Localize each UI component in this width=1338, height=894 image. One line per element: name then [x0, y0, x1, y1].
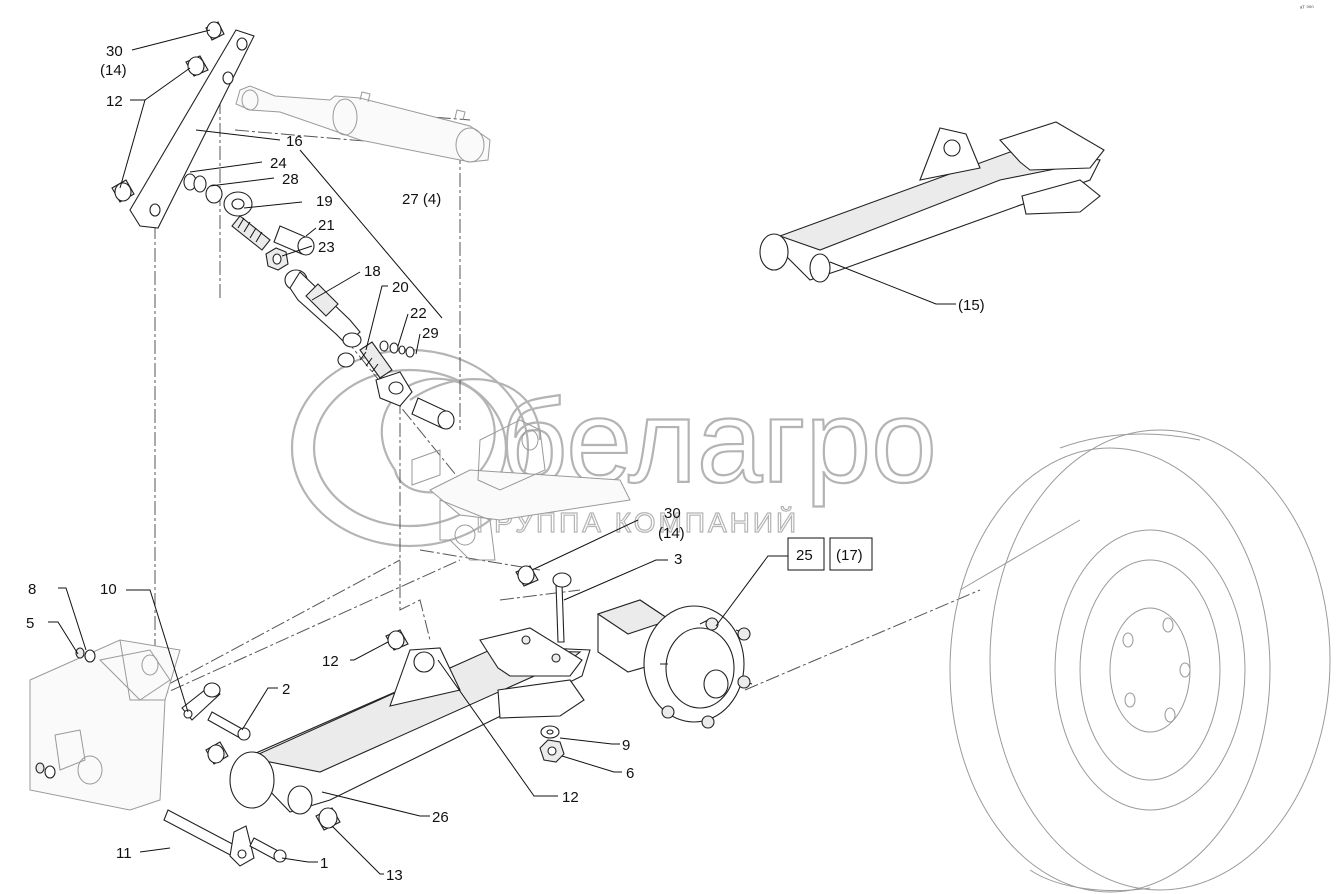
callout-9: 9 [622, 737, 630, 754]
callout-labels: 30 (14) 12 16 24 28 27 (4) 19 21 23 18 2… [26, 43, 985, 884]
bushing-low [111, 179, 135, 203]
leader-lines [48, 29, 956, 875]
callout-23: 23 [318, 239, 335, 256]
turnbuckle-body [284, 269, 362, 348]
callout-14-lower: (14) [658, 525, 685, 542]
callout-16: 16 [286, 133, 303, 150]
callout-17: (17) [836, 547, 863, 564]
nut-left [35, 647, 96, 779]
callout-box-17 [829, 537, 873, 571]
callout-25: 25 [796, 547, 813, 564]
bushing-mid [185, 55, 209, 77]
swing-arm-15 [759, 121, 1105, 283]
bolt-1 [249, 837, 287, 863]
callout-11: 11 [116, 845, 132, 862]
frame-bracket-ghost [411, 419, 631, 561]
callout-24: 24 [270, 155, 287, 172]
callout-29: 29 [422, 325, 439, 342]
hydraulic-cylinder-ghost [235, 85, 491, 163]
bracket-plate [129, 29, 255, 229]
callout-1: 1 [320, 855, 328, 872]
bolt-2 [207, 711, 251, 741]
callout-28: 28 [282, 171, 299, 188]
wheel-hub [596, 599, 753, 729]
callout-19: 19 [316, 193, 333, 210]
pin-upper [273, 225, 315, 256]
callout-8: 8 [28, 581, 36, 598]
rod-end-lower [337, 340, 413, 407]
callout-2: 2 [282, 681, 290, 698]
nut-6 [539, 739, 565, 763]
callout-12-lower: 12 [322, 653, 339, 670]
callout-3: 3 [674, 551, 682, 568]
callout-12: 12 [106, 93, 123, 110]
corner-mark: ᵃᵀ ⁰⁰⁰ [1300, 5, 1314, 12]
rod-end-assembly [183, 173, 271, 251]
callout-13: 13 [386, 867, 403, 884]
callout-15: (15) [958, 297, 985, 314]
callout-27-4: 27 (4) [402, 191, 441, 208]
swing-arm [229, 627, 591, 815]
small-fittings [389, 342, 415, 358]
callout-30-lower: 30 [664, 505, 681, 522]
pin-lower [411, 397, 455, 430]
callout-6: 6 [626, 765, 634, 782]
bushing-12-lower [385, 629, 409, 651]
callout-26: 26 [432, 809, 449, 826]
link-plate-10 [181, 682, 221, 721]
pin-11 [163, 809, 255, 867]
callout-18: 18 [364, 263, 381, 280]
nut-upper [265, 247, 289, 271]
callout-5: 5 [26, 615, 34, 632]
callout-14: (14) [100, 62, 127, 79]
callout-21: 21 [318, 217, 335, 234]
callout-20: 20 [392, 279, 409, 296]
bushing-top [205, 21, 225, 41]
washer-9 [540, 725, 560, 739]
callout-box-25 [787, 537, 825, 571]
bushing-13 [205, 741, 341, 831]
callout-22: 22 [410, 305, 427, 322]
callout-30: 30 [106, 43, 123, 60]
callout-10: 10 [100, 581, 117, 598]
chassis-ghost [29, 639, 181, 811]
callout-12-arm: 12 [562, 789, 579, 806]
bushing-30-lower [515, 565, 539, 587]
wheel-tire-ghost [949, 429, 1331, 893]
bolt-3 [552, 572, 572, 643]
